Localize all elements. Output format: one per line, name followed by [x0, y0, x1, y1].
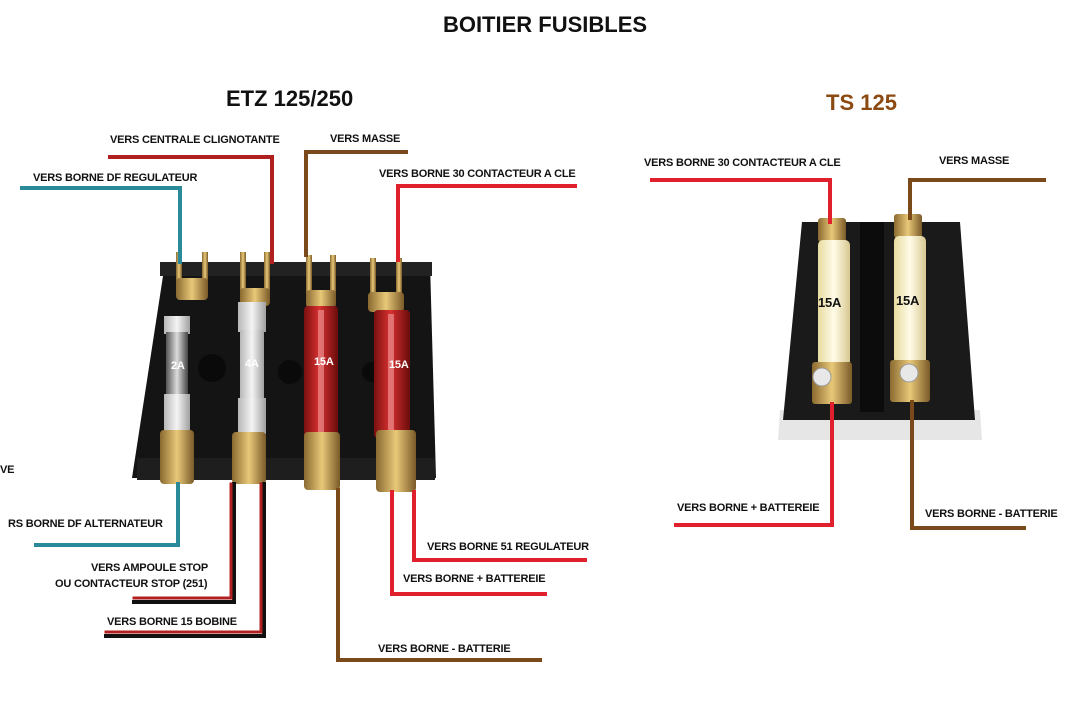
label-moins-batterie: VERS BORNE - BATTERIE: [378, 643, 511, 655]
ts-wire-borne30: [650, 178, 832, 224]
wire-plus-batterie: [390, 490, 547, 596]
etz-box-top-edge: [160, 262, 432, 276]
wire-stop-red: [132, 482, 233, 600]
etz-fuse-2a: [164, 316, 190, 434]
label-borne15: VERS BORNE 15 BOBINE: [107, 616, 237, 628]
fuse-rating-15a-2: 15A: [389, 359, 409, 371]
label-masse: VERS MASSE: [330, 133, 401, 145]
etz-wires: [20, 150, 587, 662]
wire-borne51: [412, 490, 587, 562]
ts-bottom-terminals: [812, 360, 930, 404]
ts-wires: [650, 178, 1046, 530]
fuse-rating-15a-1: 15A: [314, 356, 334, 368]
ts-label-moins-batterie: VERS BORNE - BATTERIE: [925, 508, 1058, 520]
ts-label-plus-batterie: VERS BORNE + BATTEREIE: [677, 502, 820, 514]
wire-stop-black: [132, 482, 236, 604]
ts-fuse-rating-left: 15A: [818, 295, 842, 310]
page-title: BOITIER FUSIBLES: [442, 12, 648, 37]
etz-box-hole: [198, 354, 226, 382]
label-borne51: VERS BORNE 51 REGULATEUR: [427, 541, 589, 553]
etz-heading: ETZ 125/250: [226, 86, 354, 111]
label-df-alternateur: RS BORNE DF ALTERNATEUR: [8, 518, 163, 530]
etz-fuse-15a-1: [304, 306, 338, 438]
wire-moins-batterie: [336, 488, 542, 662]
ts-fuse-left: [818, 240, 850, 366]
etz-top-terminals: [176, 252, 404, 312]
label-centrale-clignotante: VERS CENTRALE CLIGNOTANTE: [110, 134, 280, 146]
ts-label-masse: VERS MASSE: [939, 155, 1010, 167]
ts-label-borne30: VERS BORNE 30 CONTACTEUR A CLE: [644, 157, 841, 169]
wire-df-regulateur: [20, 186, 182, 264]
ts-wire-plus-batterie: [674, 402, 834, 527]
ts-wire-moins-batterie: [910, 400, 1026, 530]
etz-box-hole: [278, 360, 302, 384]
etz-bottom-terminals: [160, 430, 416, 492]
ts-box-divider: [860, 222, 884, 412]
fuse-rating-2a: 2A: [171, 360, 185, 372]
fuse-rating-4a: 4A: [245, 358, 259, 370]
wire-df-alternateur: [34, 482, 180, 547]
label-plus-batterie: VERS BORNE + BATTEREIE: [403, 573, 546, 585]
wire-masse-top: [304, 150, 408, 257]
etz-fuse-4a: [238, 302, 266, 434]
etz-fuse-box: [132, 252, 436, 492]
label-stop-line1: VERS AMPOULE STOP: [91, 562, 209, 574]
wire-bobine-red: [104, 482, 263, 634]
ts-heading: TS 125: [826, 90, 897, 115]
ts-top-terminals: [818, 214, 922, 242]
ts-fuse-right: [894, 236, 926, 364]
label-stop-line2: OU CONTACTEUR STOP (251): [55, 578, 208, 590]
etz-fuse-15a-2: [374, 310, 410, 438]
ts-fuse-box: [778, 214, 982, 440]
wire-borne30: [396, 184, 577, 262]
label-df-regulateur: VERS BORNE DF REGULATEUR: [33, 172, 198, 184]
wire-centrale-clignotante: [108, 155, 274, 264]
label-cut-left: VE: [0, 464, 15, 476]
etz-box-bottom-edge: [137, 458, 435, 480]
label-borne30: VERS BORNE 30 CONTACTEUR A CLE: [379, 168, 576, 180]
wire-bobine-black: [104, 482, 266, 638]
ts-fuse-rating-right: 15A: [896, 293, 920, 308]
ts-wire-masse: [908, 178, 1046, 220]
